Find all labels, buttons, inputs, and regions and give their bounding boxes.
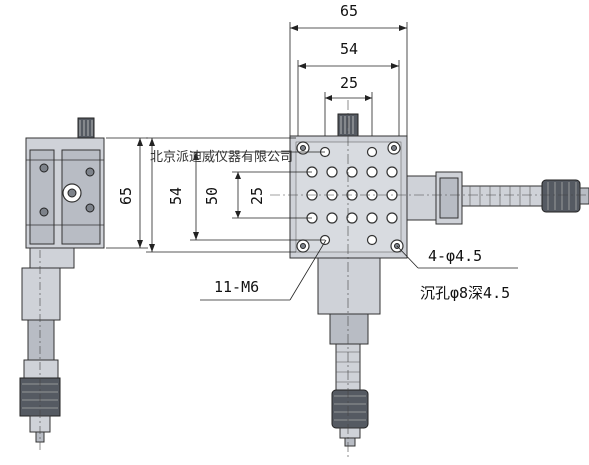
through-holes-label: 4-φ4.5 bbox=[428, 247, 482, 265]
side-height-label: 65 bbox=[117, 187, 135, 205]
dim-65-label: 65 bbox=[340, 2, 358, 20]
tapped-holes-label: 11-M6 bbox=[214, 278, 259, 296]
dim-54-left-label: 54 bbox=[167, 187, 185, 205]
top-view bbox=[270, 100, 589, 460]
watermark-text: 北京派迪威仪器有限公司 bbox=[150, 150, 293, 165]
left-dimensions: 54 50 25 bbox=[146, 137, 325, 253]
dim-25-top-label: 25 bbox=[340, 74, 358, 92]
through-holes-callout: 4-φ4.5 沉孔φ8深4.5 bbox=[396, 245, 518, 302]
tapped-holes-callout: 11-M6 bbox=[200, 239, 327, 301]
dim-50-label: 50 bbox=[203, 187, 221, 205]
counterbore-label: 沉孔φ8深4.5 bbox=[420, 284, 510, 302]
dim-25-left-label: 25 bbox=[248, 187, 266, 205]
top-dimensions: 65 54 25 bbox=[289, 2, 408, 136]
dim-54-top-label: 54 bbox=[340, 40, 358, 58]
side-height-dimension: 65 bbox=[106, 137, 148, 249]
side-view bbox=[19, 117, 105, 450]
